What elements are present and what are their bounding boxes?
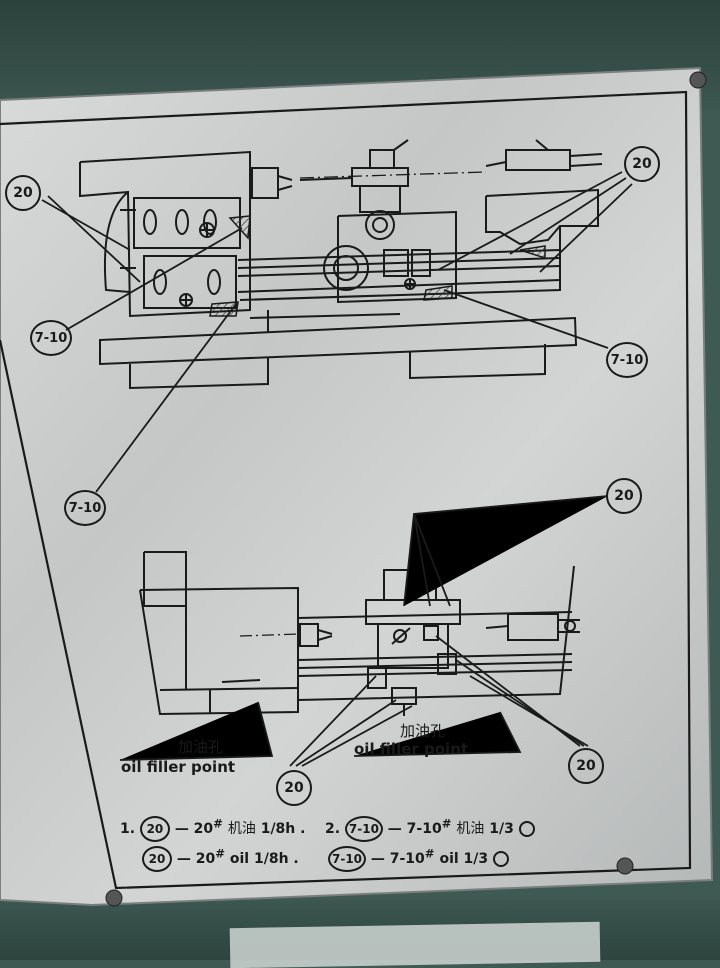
legend-text-20: — 20	[174, 821, 214, 837]
legend-row-1: 1. 20 — 20# 机油 1/8h . 2. 7-10 — 7-10# 机油…	[120, 816, 535, 842]
legend-sup: #	[424, 846, 435, 861]
legend-badge-20: 20	[139, 816, 170, 842]
legend-oil: oil	[229, 851, 250, 867]
legend-index-2: 2.	[324, 821, 341, 837]
top-leader-lines	[41, 171, 633, 493]
top-diagram	[79, 139, 603, 390]
legend-circle-icon	[518, 821, 535, 837]
legend-frac: 1/3	[489, 821, 514, 837]
filler-label-cn-left: 加油孔	[178, 738, 224, 756]
callout-20-top-right: 20	[624, 146, 660, 182]
legend-index-1: 1.	[120, 821, 136, 837]
plate-border	[0, 90, 692, 890]
legend-sup: #	[215, 846, 226, 861]
filler-label-cn-right: 加油孔	[400, 722, 446, 740]
legend-badge-7-10: 7-10	[328, 846, 366, 872]
callout-20-lower-left: 20	[276, 770, 312, 806]
legend-badge-7-10: 7-10	[344, 816, 383, 842]
bottom-diagram	[139, 551, 580, 716]
oil-point-hatch	[228, 215, 251, 240]
callout-7-10-left-low: 7-10	[64, 490, 106, 526]
legend-badge-20: 20	[142, 846, 172, 872]
legend-frac: 1/3	[463, 851, 489, 867]
oil-point-hatch	[209, 301, 239, 317]
callout-20-top-left: 20	[5, 175, 41, 211]
rivet-top-right	[689, 71, 707, 89]
filler-label-en-right: oil filler point	[354, 740, 469, 758]
filler-label-en-left: oil filler point	[121, 758, 236, 776]
legend-text-20: — 20	[176, 851, 216, 867]
legend-sup: #	[213, 816, 223, 831]
legend-text-7-10: — 7-10	[387, 821, 442, 837]
legend-row-2: 20 — 20# oil 1/8h . 7-10 — 7-10# oil 1/3	[142, 846, 510, 872]
bottom-leader-lines	[119, 495, 609, 767]
plate-surface	[0, 66, 714, 907]
rivet-bottom-right	[616, 857, 634, 875]
legend-circle-icon	[493, 851, 510, 867]
callout-7-10-left-mid: 7-10	[30, 320, 72, 356]
legend-sup: #	[441, 816, 452, 831]
legend-oil: oil	[439, 851, 459, 867]
legend-cn-oil: 机油	[227, 821, 256, 837]
callout-7-10-right-mid: 7-10	[606, 342, 648, 378]
legend-text-7-10: — 7-10	[370, 851, 425, 867]
callout-20-lower-top: 20	[606, 478, 642, 514]
callout-20-lower-right: 20	[568, 748, 604, 784]
oil-point-hatch	[519, 245, 546, 260]
legend-frac: 1/8h .	[253, 851, 299, 867]
legend-frac: 1/8h .	[260, 821, 306, 837]
legend-cn-oil: 机油	[456, 821, 485, 837]
rivet-bottom-left	[105, 889, 123, 907]
